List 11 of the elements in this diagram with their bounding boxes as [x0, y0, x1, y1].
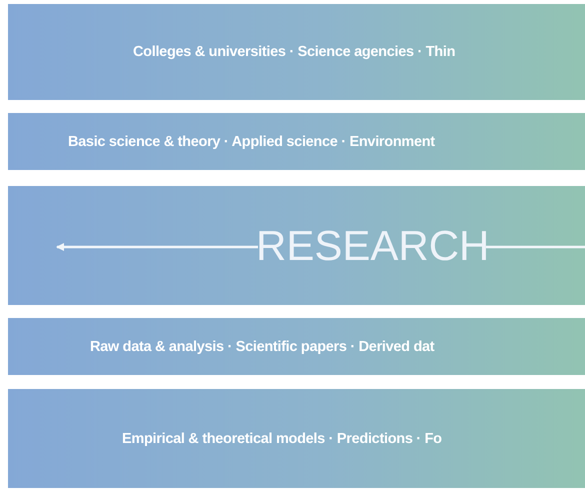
- band: [8, 389, 585, 488]
- band: [8, 4, 585, 100]
- band-text: Empirical & theoretical models · Predictions · Fo: [122, 430, 442, 448]
- arrow: [56, 243, 258, 251]
- band: [8, 113, 585, 170]
- band-text: Basic science & theory · Applied science · Environment: [68, 132, 435, 150]
- band-text: Raw data & analysis · Scientific papers · Derived dat: [90, 338, 434, 356]
- band: [8, 186, 585, 305]
- band-text: Colleges & universities · Science agencies · Thin: [133, 43, 456, 61]
- band: [8, 318, 585, 375]
- line: [486, 246, 585, 248]
